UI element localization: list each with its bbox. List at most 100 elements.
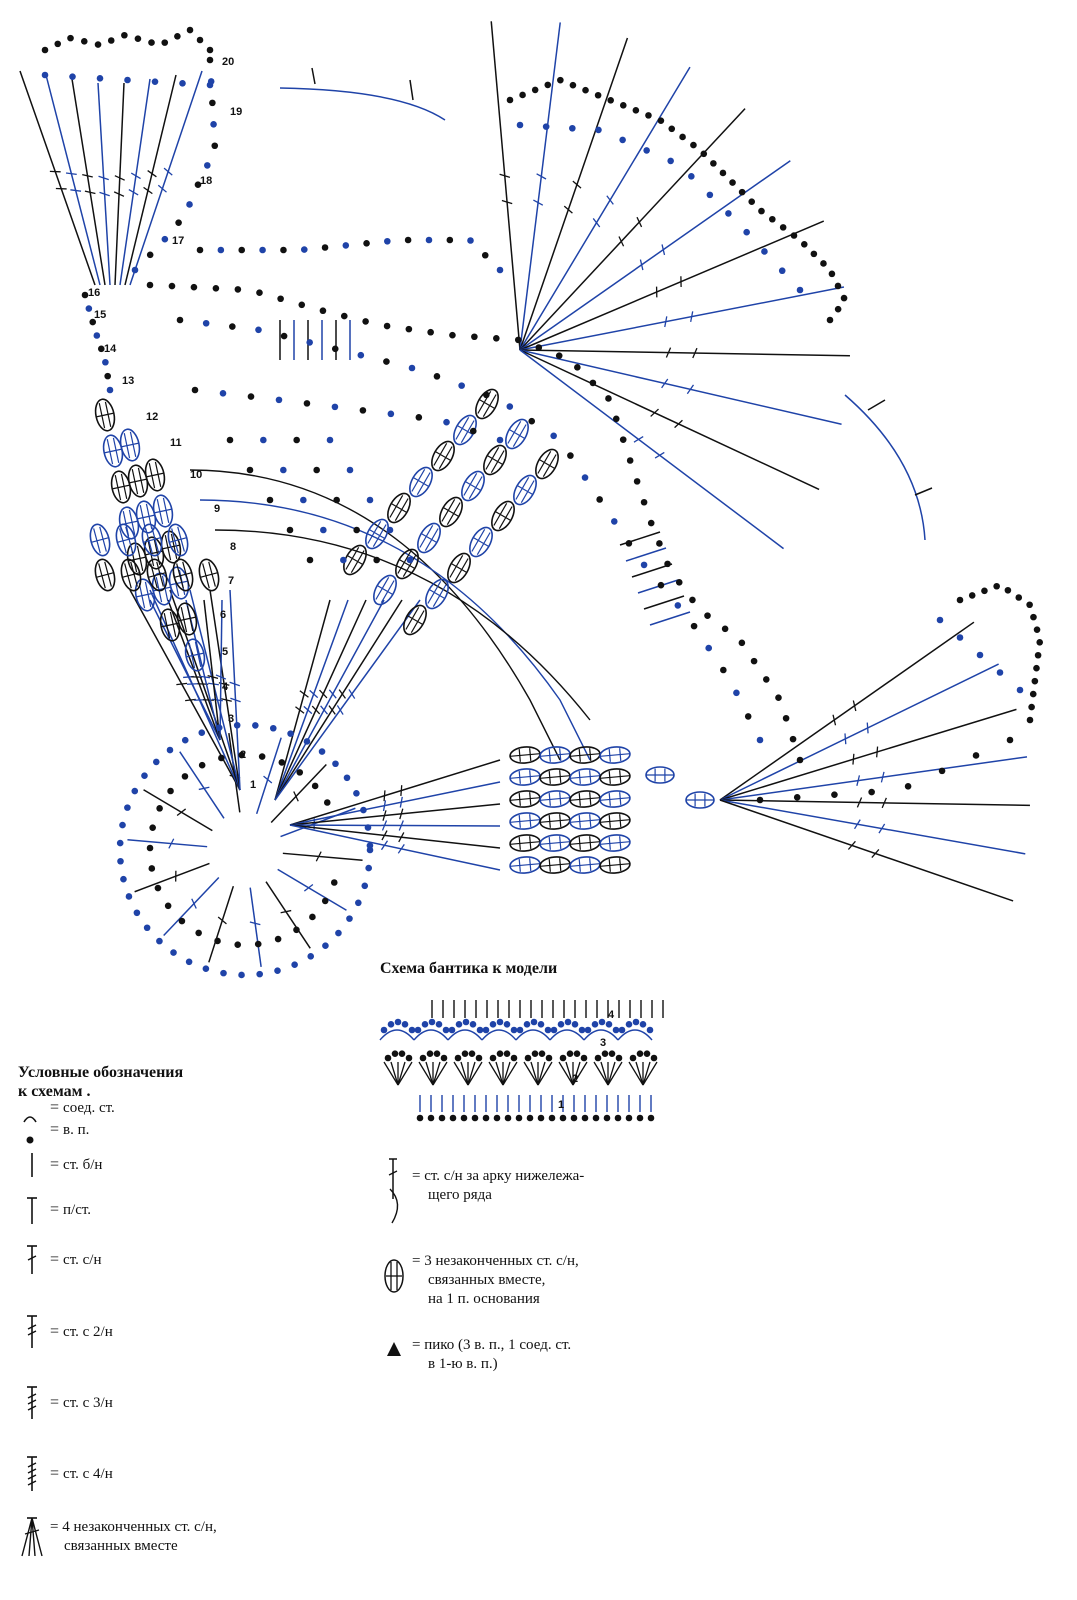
chain-stitch: [744, 713, 752, 720]
chain-stitch: [761, 248, 768, 255]
stitch-post: [519, 349, 820, 491]
stitch-tick: [606, 195, 614, 205]
cluster-bar: [117, 537, 135, 543]
stitch-tick: [633, 436, 644, 443]
chain-stitch: [391, 1050, 399, 1057]
chain-stitch: [54, 40, 62, 48]
chain-stitch: [834, 305, 842, 313]
cluster-stitch: [365, 518, 389, 550]
chain-stitch: [93, 332, 101, 339]
chain-stitch: [476, 1026, 484, 1034]
chain-stitch: [972, 752, 980, 759]
stitch-tick: [636, 216, 643, 228]
cluster-stitch: [539, 834, 571, 852]
stitch-tick: [650, 408, 659, 417]
cluster-bar: [376, 584, 394, 596]
chain-stitch: [475, 1054, 483, 1062]
stitch-tick: [856, 775, 861, 786]
chain-stitch: [789, 735, 797, 743]
chain-stitch: [729, 179, 736, 186]
bow-row-number: 1: [558, 1099, 564, 1111]
chain-stitch: [633, 478, 641, 485]
stitch-post: [134, 862, 210, 893]
chain-stitch: [643, 1050, 651, 1057]
stitch-tick: [618, 236, 625, 247]
cluster-stitch: [509, 812, 541, 830]
chain-stitch: [531, 86, 539, 94]
chain-stitch: [555, 352, 563, 359]
chain-stitch: [217, 246, 225, 254]
chain-stitch: [528, 417, 536, 425]
chain-stitch: [578, 1026, 586, 1034]
stitch-tick: [229, 681, 241, 687]
chain-stitch: [462, 1018, 470, 1026]
chain-stitch: [133, 909, 141, 917]
stitch-tick: [399, 796, 403, 808]
cluster-outline: [599, 812, 631, 830]
stitch-post: [519, 220, 825, 351]
slip-stitch-icon: [18, 1098, 50, 1123]
stitch-tick: [533, 199, 544, 206]
chain-stitch: [482, 1114, 490, 1122]
chain-stitch: [363, 240, 370, 247]
cluster-stitch: [431, 440, 455, 472]
row-arc: [214, 529, 591, 721]
chain-stitch: [174, 33, 181, 40]
cluster-bar: [540, 775, 570, 779]
bow-fan-stitch: [467, 1061, 476, 1086]
stitch-tick: [866, 722, 869, 734]
cluster-bar: [148, 572, 166, 578]
chain-stitch: [582, 86, 589, 94]
chain-stitch: [340, 556, 347, 564]
stitch-post: [179, 751, 225, 819]
legend-item-chain: =в. п.: [18, 1120, 378, 1144]
bow-fan-stitch: [488, 1061, 504, 1086]
chain-stitch: [704, 612, 711, 619]
chain-stitch: [229, 323, 236, 330]
chain-stitch: [359, 407, 367, 414]
chain-stitch: [544, 81, 552, 89]
stitch-post: [119, 78, 151, 286]
stitch-tick: [876, 746, 879, 758]
stitch-post: [409, 79, 414, 101]
chain-stitch: [156, 937, 163, 945]
chain-stitch: [274, 967, 281, 975]
stitch-post: [289, 781, 501, 826]
cluster-bar: [510, 753, 540, 757]
bow-fan-stitch: [397, 1061, 413, 1086]
double-treble-crochet-icon: [18, 1383, 50, 1423]
chain-stitch: [125, 893, 133, 900]
chain-stitch: [664, 560, 671, 568]
chain-stitch: [626, 457, 634, 464]
chain-stitch: [198, 761, 206, 769]
row-number: 5: [222, 646, 228, 658]
cluster-bar: [169, 537, 187, 543]
cluster-bar: [600, 775, 630, 779]
chain-stitch: [516, 121, 524, 129]
cluster-bar: [510, 775, 540, 779]
cluster-bar: [137, 514, 155, 520]
stitch-post: [274, 599, 349, 801]
chain-stitch: [266, 496, 274, 504]
chain-stitch: [131, 266, 139, 274]
chain-stitch: [277, 295, 284, 303]
chain-stitch: [493, 1114, 501, 1122]
chain-stitch: [612, 415, 620, 423]
chain-stitch: [178, 917, 186, 925]
chain-stitch: [167, 787, 174, 795]
stitch-tick: [84, 190, 96, 195]
chain-stitch: [204, 162, 211, 169]
chain-stitch: [449, 1114, 457, 1122]
chain-stitch: [705, 644, 713, 652]
chain-stitch: [647, 519, 655, 527]
chain-stitch: [387, 410, 395, 418]
chain-stitch: [206, 56, 214, 64]
cluster-bar: [570, 819, 600, 823]
chain-stitch: [584, 1026, 592, 1034]
stitch-post: [274, 599, 421, 801]
chain-stitch: [469, 427, 477, 435]
chain-stitch: [460, 1114, 468, 1122]
stitch-post: [97, 82, 111, 286]
chain-stitch: [96, 75, 104, 82]
